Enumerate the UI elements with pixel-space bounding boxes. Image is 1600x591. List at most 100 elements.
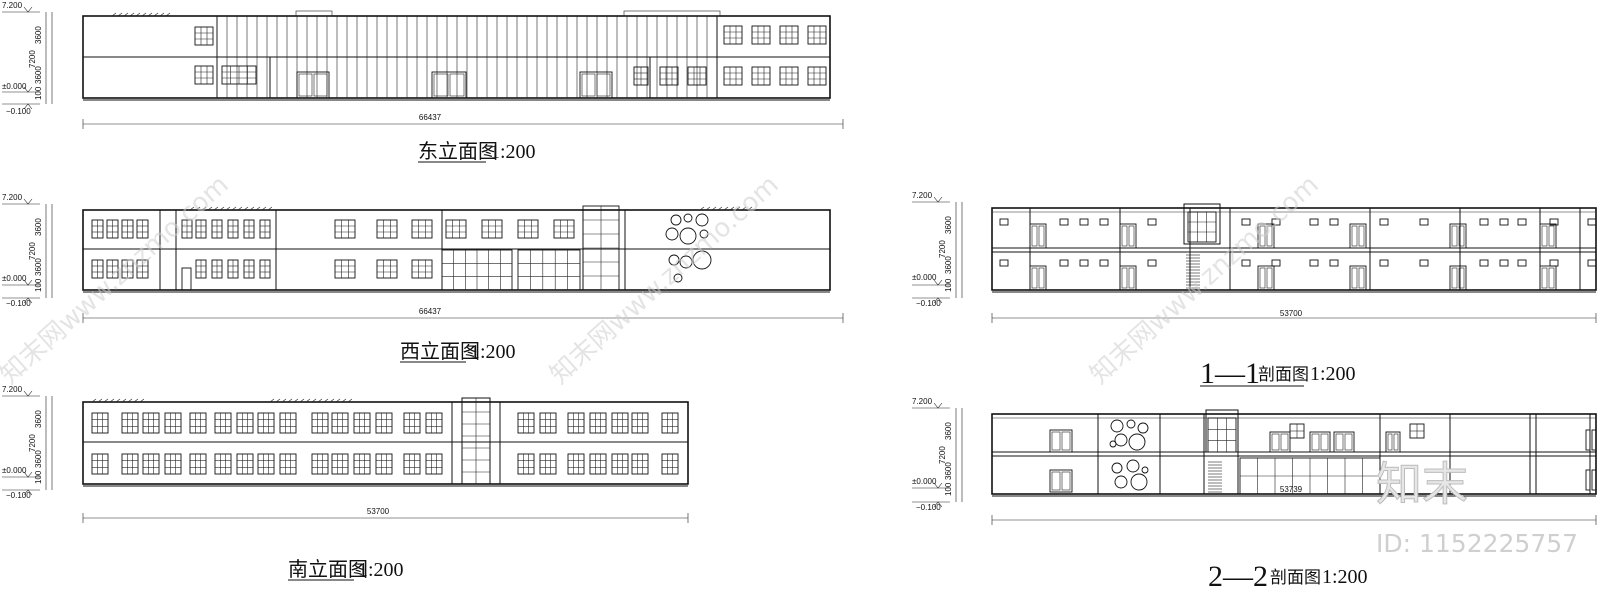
window — [517, 412, 535, 434]
window-frame — [331, 453, 349, 475]
window — [211, 219, 223, 239]
roof-hatch — [201, 206, 207, 211]
door — [1349, 223, 1367, 249]
decor-circle — [1114, 433, 1128, 447]
window-frame — [257, 412, 275, 434]
section-window — [1499, 259, 1509, 267]
level-outside: −0.100 — [6, 299, 31, 308]
west-elevation — [2, 198, 844, 323]
window — [687, 66, 707, 86]
window-frame — [164, 453, 182, 475]
window — [194, 26, 214, 46]
section-window — [1241, 259, 1251, 267]
window — [91, 259, 104, 279]
section-window — [1271, 218, 1281, 226]
door-leaf — [1548, 225, 1555, 247]
roof-hatch — [249, 206, 255, 211]
stair-core — [1183, 203, 1221, 245]
dim-plinth: 100 — [34, 86, 43, 100]
door — [1029, 223, 1047, 249]
door-leaf — [1458, 225, 1465, 247]
section-1-title: 1—1 — [1200, 357, 1260, 390]
decor-circle — [1126, 459, 1140, 473]
window — [279, 453, 297, 475]
level-marker — [933, 297, 943, 304]
window-frame — [687, 66, 707, 86]
window — [517, 249, 581, 291]
window-frame — [164, 412, 182, 434]
level-marker — [23, 471, 33, 478]
level-marker — [23, 390, 33, 397]
window-frame — [194, 65, 214, 85]
roof-hatch — [117, 12, 123, 17]
window — [257, 412, 275, 434]
window — [375, 453, 393, 475]
section-window — [1587, 218, 1597, 226]
door-leaf — [1280, 433, 1289, 451]
window-frame — [214, 453, 232, 475]
level-ground: ±0.000 — [2, 274, 27, 283]
roof-hatch — [189, 206, 195, 211]
window-frame — [121, 412, 139, 434]
window-frame — [91, 453, 109, 475]
roof-hatch — [127, 398, 133, 403]
door-leaf — [1335, 433, 1344, 451]
door — [1049, 429, 1073, 453]
roof-hatch — [115, 398, 121, 403]
window-frame — [539, 412, 557, 434]
dim-upper-floor: 3600 — [34, 410, 43, 428]
section-window — [1419, 259, 1429, 267]
roof-hatch — [121, 398, 127, 403]
east-overall-dim: 66437 — [419, 113, 442, 122]
window — [631, 412, 649, 434]
section-window — [1059, 218, 1069, 226]
level-marker — [23, 279, 33, 286]
roof-hatch — [159, 12, 165, 17]
level-ground: ±0.000 — [912, 273, 937, 282]
section-1-scale: 1:200 — [1310, 363, 1356, 385]
window — [353, 412, 371, 434]
level-marker — [933, 482, 943, 489]
window-frame — [334, 259, 356, 279]
door-leaf — [1038, 267, 1045, 289]
door — [1269, 431, 1291, 453]
window — [661, 453, 679, 475]
window — [121, 453, 139, 475]
door-frame — [1029, 265, 1047, 291]
watermark-logo: 知末 — [1376, 457, 1468, 511]
door-leaf — [1259, 225, 1266, 247]
parapet — [295, 10, 333, 17]
window-frame — [279, 412, 297, 434]
window — [91, 219, 104, 239]
roof-hatch — [747, 206, 753, 211]
window — [403, 453, 421, 475]
section-2-levels: 7.200 ±0.000 −0.100 — [912, 397, 941, 512]
door-leaf — [581, 73, 596, 97]
door-leaf — [1061, 471, 1071, 491]
door — [1029, 265, 1047, 291]
section-window — [1099, 259, 1109, 267]
door-leaf — [1387, 433, 1393, 451]
dim-total: 7200 — [28, 50, 37, 68]
level-marker — [23, 198, 33, 205]
door — [1119, 223, 1137, 249]
door-frame — [1349, 223, 1367, 249]
window — [142, 453, 160, 475]
window — [334, 259, 356, 279]
window-frame — [589, 453, 607, 475]
level-outside: −0.100 — [916, 299, 941, 308]
door — [1309, 431, 1331, 453]
window — [376, 219, 398, 239]
section-1-levels: 7.200 ±0.000 −0.100 — [912, 191, 941, 308]
level-roof: 7.200 — [912, 191, 933, 200]
door — [1449, 223, 1467, 249]
decor-circle — [1128, 433, 1146, 451]
roof-hatch — [243, 206, 249, 211]
window-frame — [661, 412, 679, 434]
section-window — [1309, 259, 1319, 267]
window — [334, 219, 356, 239]
dim-total: 7200 — [28, 434, 37, 452]
window — [723, 25, 743, 45]
section-window — [1147, 259, 1157, 267]
section-window — [1241, 218, 1251, 226]
